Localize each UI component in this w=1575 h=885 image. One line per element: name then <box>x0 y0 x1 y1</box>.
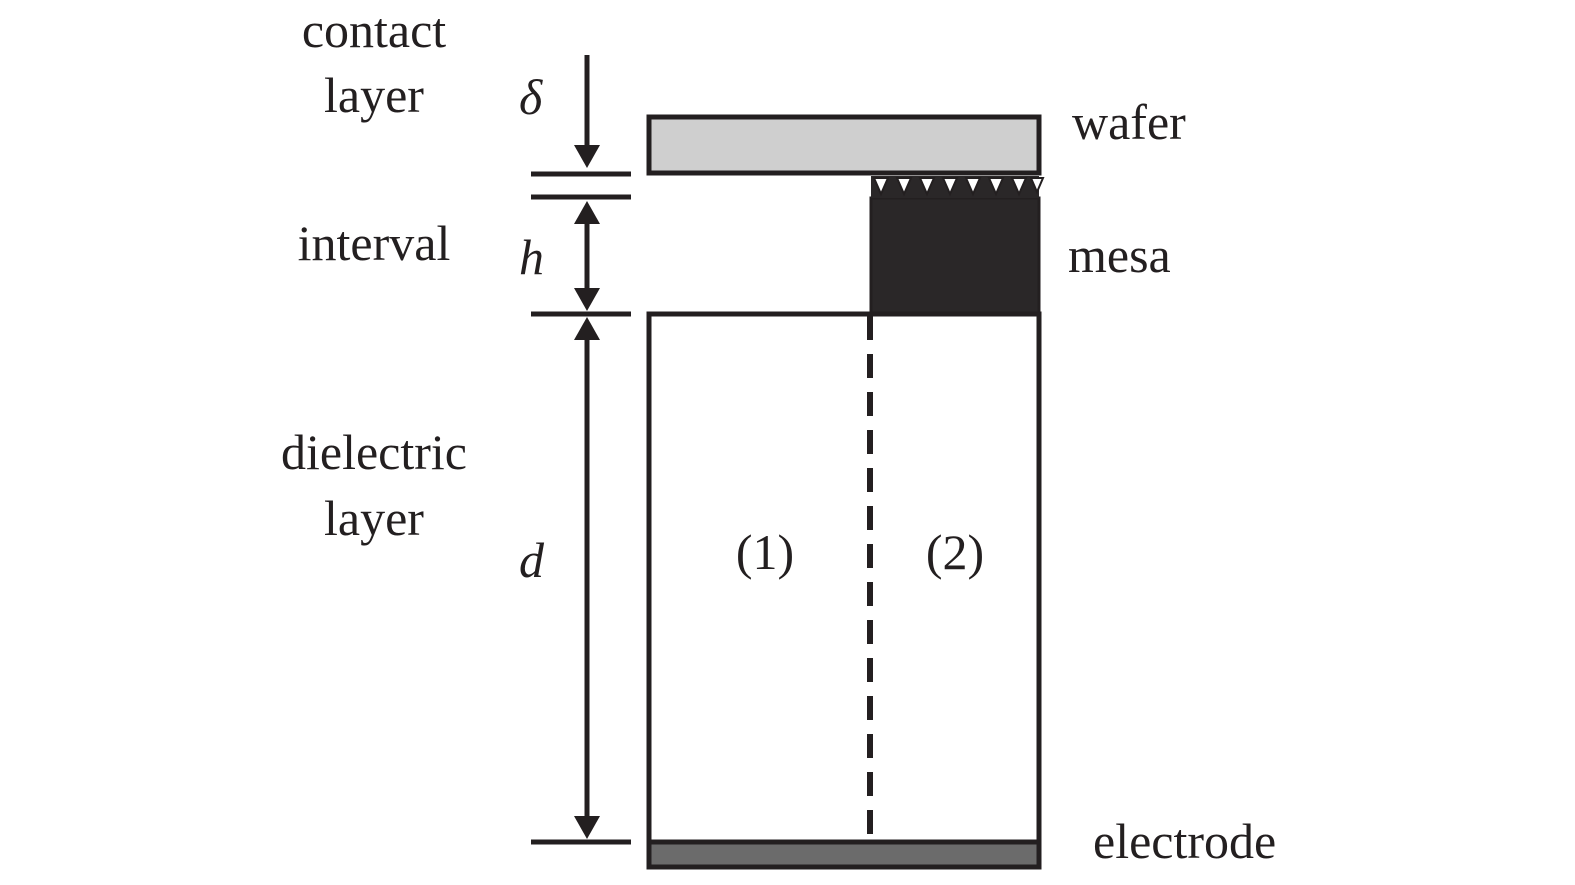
d-symbol: d <box>519 532 544 588</box>
contact-layer-label-line2: layer <box>324 67 424 123</box>
dielectric-layer-label-line1: dielectric <box>281 424 467 480</box>
wafer-block <box>646 114 1042 176</box>
interval-label: interval <box>297 215 451 271</box>
contact-asperities <box>871 176 1045 198</box>
d-arrow <box>574 317 600 839</box>
contact-layer-label-line1: contact <box>301 2 447 58</box>
mesa-label: mesa <box>1068 227 1171 283</box>
wafer-label: wafer <box>1072 94 1186 150</box>
h-arrow <box>574 201 600 311</box>
electrode-label: electrode <box>1093 813 1277 869</box>
region-2-label: (2) <box>925 524 985 580</box>
h-symbol: h <box>519 229 544 285</box>
mesa-block <box>869 196 1041 316</box>
dielectric-layer-label-line2: layer <box>324 490 424 546</box>
region-1-label: (1) <box>735 524 795 580</box>
delta-arrow <box>574 55 600 168</box>
electrode-block <box>646 839 1042 870</box>
delta-symbol: δ <box>519 69 543 125</box>
